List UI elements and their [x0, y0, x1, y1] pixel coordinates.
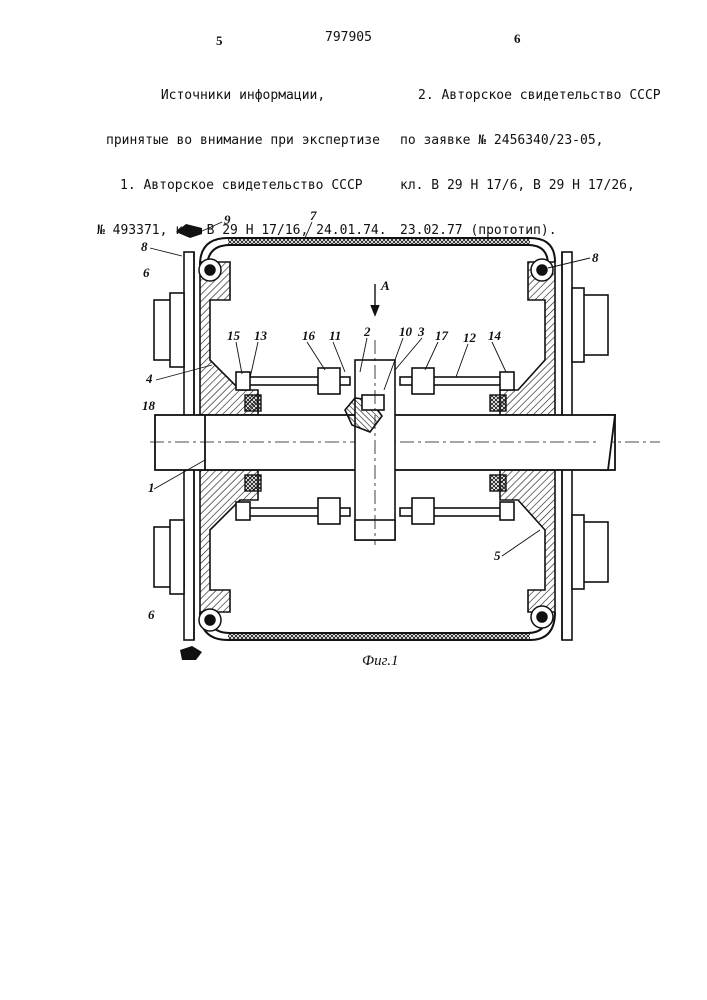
label-4: 4 [145, 371, 153, 386]
label-14: 14 [488, 328, 502, 343]
figure-caption: Фиг.1 [362, 653, 398, 669]
label-2: 2 [363, 324, 371, 339]
label-8-left: 8 [141, 239, 148, 254]
label-6-top: 6 [143, 265, 150, 280]
label-11: 11 [329, 328, 341, 343]
label-16: 16 [302, 328, 316, 343]
label-9: 9 [224, 212, 231, 227]
label-17: 17 [435, 328, 449, 343]
label-view-a: А [380, 278, 390, 293]
label-12: 12 [463, 330, 477, 345]
label-18: 18 [142, 398, 156, 413]
label-7: 7 [310, 208, 317, 223]
label-13: 13 [254, 328, 268, 343]
label-15: 15 [227, 328, 241, 343]
main-shaft-1 [150, 415, 660, 470]
view-arrow-a [371, 284, 379, 315]
label-6-bottom: 6 [148, 607, 155, 622]
label-10: 10 [399, 324, 413, 339]
label-5: 5 [494, 548, 501, 563]
label-8-right: 8 [592, 250, 599, 265]
label-1: 1 [148, 480, 155, 495]
label-3: 3 [417, 324, 425, 339]
